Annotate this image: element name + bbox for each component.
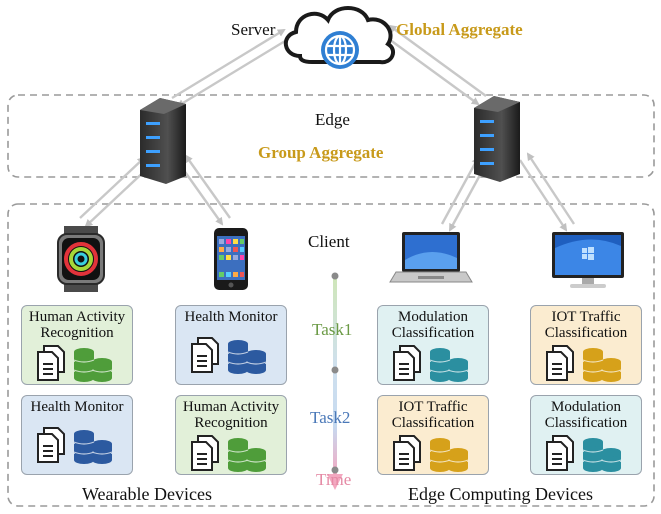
global-aggregate-label: Global Aggregate <box>396 20 523 39</box>
time-label: Time <box>316 470 352 489</box>
task-title: Modulation <box>398 309 468 325</box>
documents-icon <box>393 435 421 471</box>
database-icon <box>583 438 621 472</box>
task-title: Classification <box>391 415 475 431</box>
task1-label: Task1 <box>312 320 353 339</box>
documents-icon <box>393 345 421 381</box>
task-title: Human Activity <box>182 399 280 415</box>
communication-arrows <box>79 24 576 232</box>
database-icon <box>583 348 621 382</box>
documents-icon <box>191 337 219 373</box>
documents-icon <box>546 435 574 471</box>
database-icon <box>228 438 266 472</box>
group-aggregate-label: Group Aggregate <box>258 143 384 162</box>
smartwatch-icon <box>57 226 105 292</box>
database-icon <box>430 438 468 472</box>
database-icon <box>228 340 266 374</box>
documents-icon <box>37 427 65 463</box>
documents-icon <box>546 345 574 381</box>
edge-region <box>7 94 655 178</box>
server-label: Server <box>231 20 276 39</box>
database-icon <box>430 348 468 382</box>
desktop-monitor-icon <box>552 232 624 288</box>
task-title: Recognition <box>194 415 268 431</box>
task-title: Classification <box>544 325 628 341</box>
edge-server-left-icon <box>140 98 186 184</box>
client-region <box>7 203 655 507</box>
task-title: Modulation <box>551 399 621 415</box>
task-title: Health Monitor <box>184 309 278 325</box>
task-box-w1-task2: Health Monitor <box>21 395 133 475</box>
edge-server-right-icon <box>474 96 520 182</box>
task-title: IOT Traffic <box>551 309 621 325</box>
task-title: Classification <box>544 415 628 431</box>
task2-label: Task2 <box>310 408 351 427</box>
documents-icon <box>37 345 65 381</box>
time-axis <box>327 272 343 490</box>
cloud-server-icon <box>284 6 396 69</box>
wearable-devices-label: Wearable Devices <box>82 484 212 504</box>
database-icon <box>74 430 112 464</box>
task-title: IOT Traffic <box>398 399 468 415</box>
task-box-w2-task1: Health Monitor <box>175 305 287 385</box>
client-label: Client <box>308 232 350 251</box>
documents-icon <box>191 435 219 471</box>
laptop-icon <box>389 232 473 283</box>
task-title: Human Activity <box>28 309 126 325</box>
smartphone-icon <box>214 228 248 290</box>
task-title: Classification <box>391 325 475 341</box>
task-title: Recognition <box>40 325 114 341</box>
database-icon <box>74 348 112 382</box>
task-title: Health Monitor <box>30 399 124 415</box>
edge-label: Edge <box>315 110 350 129</box>
edge-computing-devices-label: Edge Computing Devices <box>408 484 593 504</box>
